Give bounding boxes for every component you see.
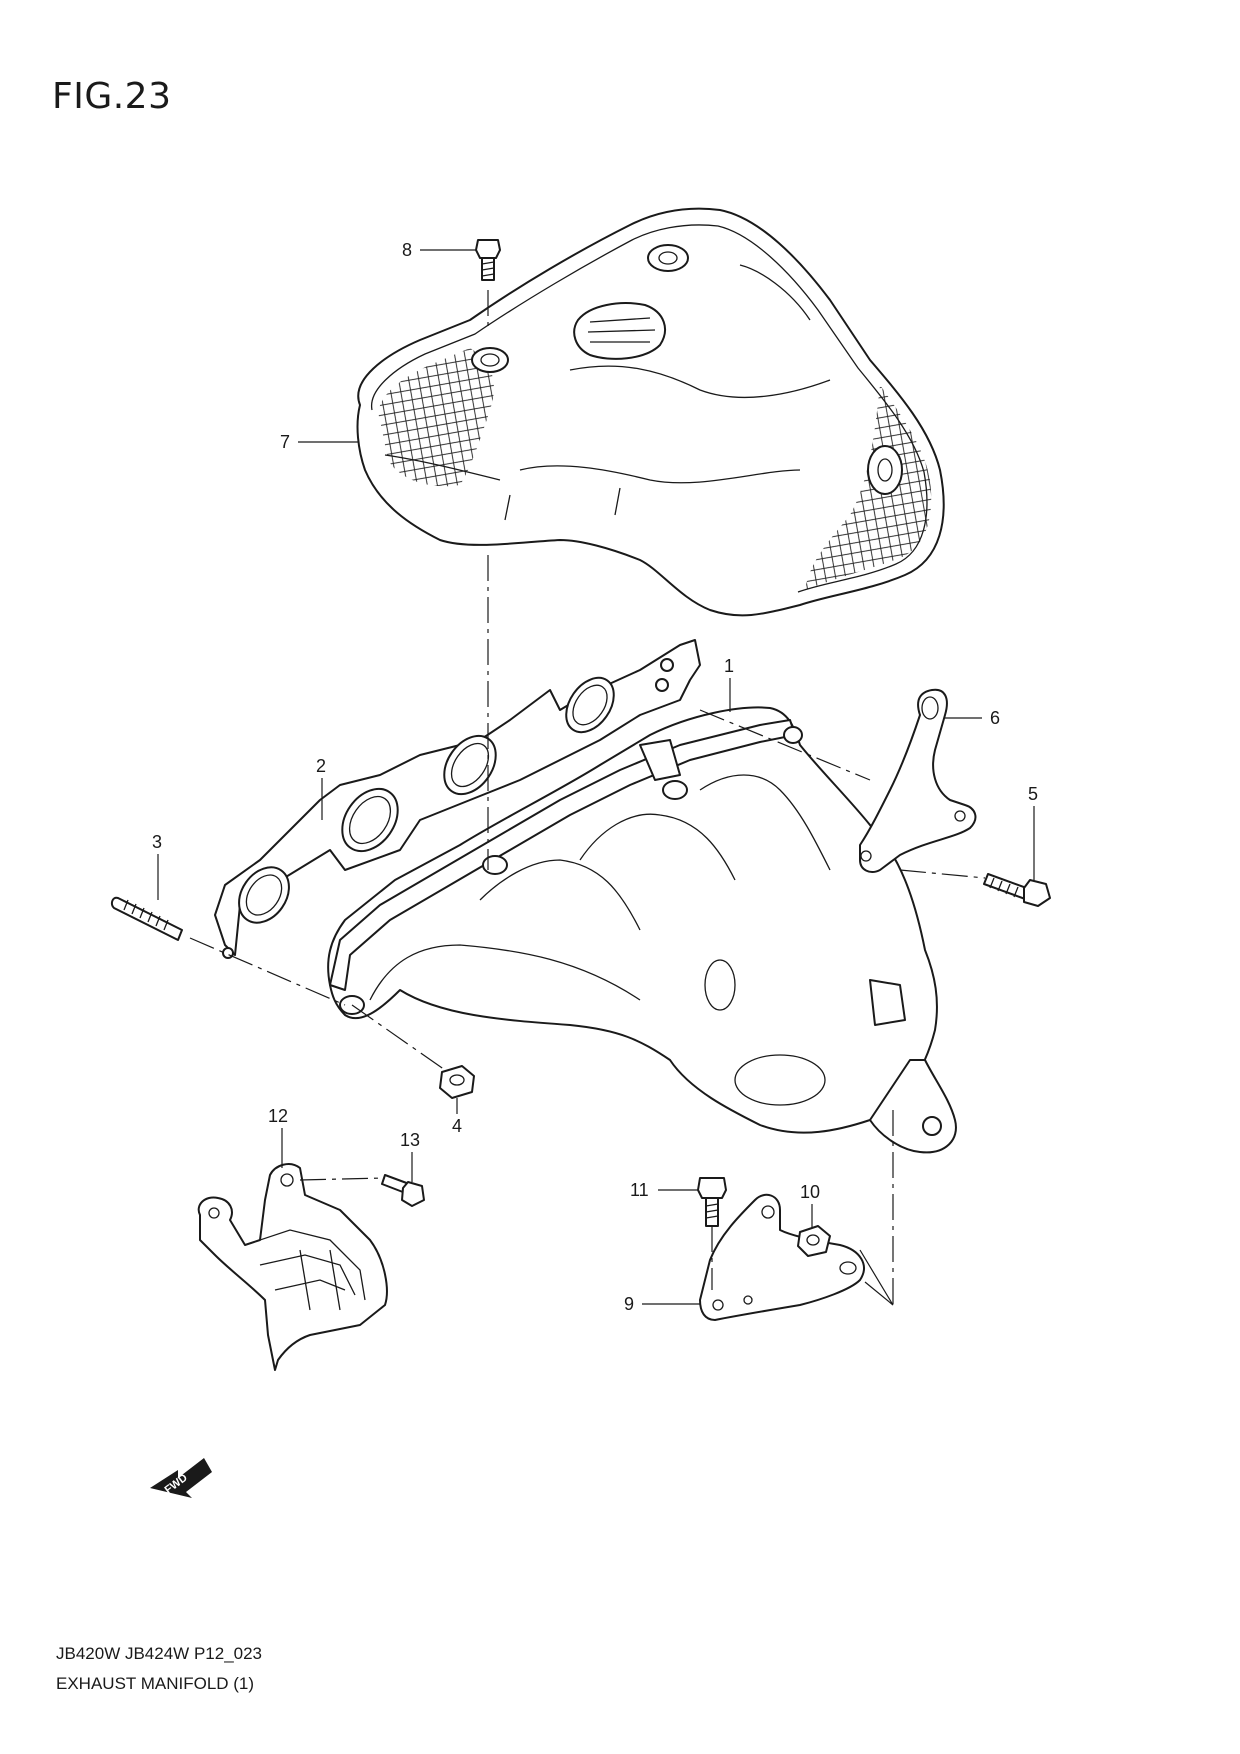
callout-11: 11: [630, 1180, 649, 1200]
fwd-arrow-icon: FWD: [150, 1458, 212, 1498]
callout-10: 10: [800, 1182, 820, 1202]
bolt-13: [381, 1174, 425, 1207]
nut-4: [439, 1065, 475, 1099]
callout-5: 5: [1028, 784, 1038, 804]
callout-6: 6: [990, 708, 1000, 728]
nut-10: [797, 1225, 831, 1257]
footer-model-code: JB420W JB424W P12_023: [56, 1644, 263, 1663]
callout-4: 4: [452, 1116, 462, 1136]
heat-shield: [356, 207, 945, 617]
bolt-8: [475, 239, 501, 281]
stud-3: [110, 896, 183, 941]
bolt-11: [697, 1177, 727, 1227]
callout-8: 8: [402, 240, 412, 260]
bolt-5: [983, 873, 1051, 907]
callout-1: 1: [724, 656, 734, 676]
callout-9: 9: [624, 1294, 634, 1314]
callout-13: 13: [400, 1130, 420, 1150]
figure-title: FIG.23: [52, 76, 172, 117]
exhaust-manifold: [327, 706, 957, 1154]
footer-section-name: EXHAUST MANIFOLD (1): [56, 1674, 255, 1693]
callout-7: 7: [280, 432, 290, 452]
callout-2: 2: [316, 756, 326, 776]
lower-bracket: [699, 1193, 865, 1321]
lower-cover: [197, 1163, 388, 1371]
manifold-bracket: [859, 688, 977, 873]
callout-3: 3: [152, 832, 162, 852]
callout-12: 12: [268, 1106, 288, 1126]
manifold-gasket: [214, 639, 701, 959]
